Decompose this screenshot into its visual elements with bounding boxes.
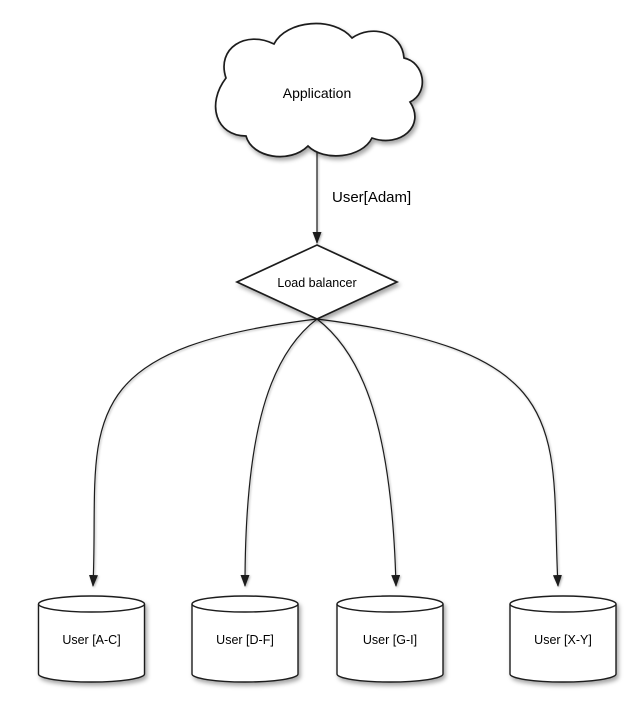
shard1-label: User [A-C]	[62, 633, 120, 647]
database-cylinder-icon	[509, 604, 617, 683]
shard3-label: User [G-I]	[363, 633, 417, 647]
shard1-node: User [A-C]	[37, 595, 146, 683]
cloud-icon	[214, 22, 424, 158]
shard3-node: User [G-I]	[336, 595, 444, 683]
application-node: Application	[214, 22, 424, 158]
lb-to-shard4-arrow	[316, 318, 562, 587]
shard2-label: User [D-F]	[216, 633, 274, 647]
database-cylinder-top	[336, 595, 444, 613]
database-cylinder-top	[509, 595, 617, 613]
lb-to-shard3-arrow	[316, 318, 401, 587]
shard4-node: User [X-Y]	[509, 595, 617, 683]
edges	[88, 150, 562, 587]
shard2-node: User [D-F]	[191, 595, 299, 683]
diamond-icon	[234, 244, 400, 320]
database-cylinder-icon	[191, 604, 299, 683]
database-cylinder-top	[37, 595, 146, 613]
request-edge-label: User[Adam]	[332, 189, 411, 206]
load-balancer-label: Load balancer	[277, 276, 356, 290]
shard4-label: User [X-Y]	[534, 633, 592, 647]
lb-to-shard2-arrow	[240, 318, 318, 587]
load-balancer-node: Load balancer	[234, 244, 400, 320]
application-label: Application	[283, 85, 352, 101]
database-cylinder-top	[191, 595, 299, 613]
database-cylinder-icon	[336, 604, 444, 683]
lb-to-shard1-arrow	[88, 318, 318, 587]
database-cylinder-icon	[37, 604, 146, 683]
